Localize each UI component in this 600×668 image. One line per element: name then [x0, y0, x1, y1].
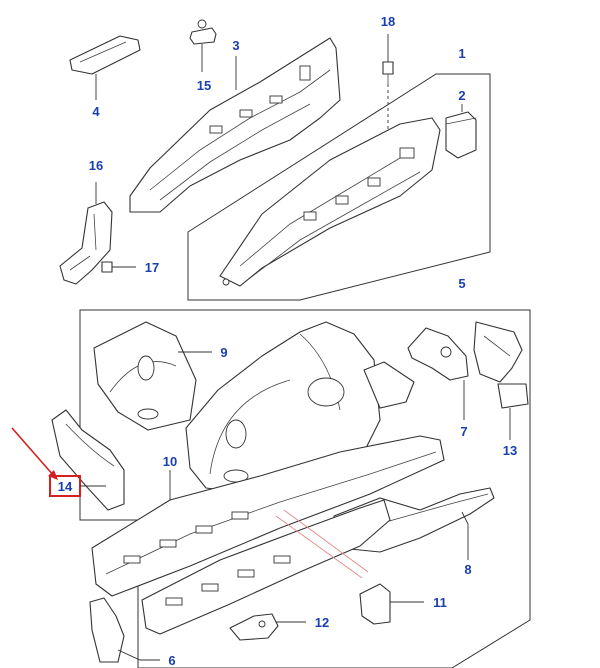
part-2-mount: [445, 104, 477, 159]
part-9-wheelarch: [93, 321, 212, 431]
callout-1[interactable]: 1: [458, 46, 465, 61]
callout-10[interactable]: 10: [163, 454, 177, 469]
section-line: [275, 509, 369, 579]
main-front-structure: [185, 321, 415, 493]
part-16-bracket: [59, 182, 113, 285]
callout-11[interactable]: 11: [433, 595, 447, 610]
callout-17[interactable]: 17: [145, 260, 159, 275]
group-frame-1: [187, 73, 491, 301]
part-15-clip: [189, 19, 217, 72]
callout-3[interactable]: 3: [232, 38, 239, 53]
callout-5[interactable]: 5: [458, 276, 465, 291]
part-10-lower-member: [91, 435, 445, 597]
part-6-longitudinal: [89, 499, 391, 663]
callout-12[interactable]: 12: [315, 615, 329, 630]
part-17-bolt: [101, 261, 136, 273]
callout-16[interactable]: 16: [89, 158, 103, 173]
callout-15[interactable]: 15: [197, 78, 211, 93]
group-frame-5: [79, 309, 531, 668]
part-14-side-panel: [51, 409, 125, 511]
part-1-inner-rail: [219, 117, 441, 287]
callout-4[interactable]: 4: [92, 104, 100, 119]
highlight-arrow: [11, 427, 58, 480]
part-12-bracket: [229, 613, 306, 641]
part-11-gusset: [359, 583, 424, 625]
callout-7[interactable]: 7: [460, 424, 467, 439]
callout-13[interactable]: 13: [503, 443, 517, 458]
callout-6[interactable]: 6: [168, 653, 175, 668]
callout-2[interactable]: 2: [458, 88, 465, 103]
callout-9[interactable]: 9: [220, 345, 227, 360]
callout-8[interactable]: 8: [464, 562, 471, 577]
part-4-bracket: [69, 35, 141, 100]
callout-14[interactable]: 14: [58, 479, 73, 494]
part-3-rail: [129, 37, 341, 213]
part-13-bracket: [473, 321, 529, 440]
part-7-bracket: [407, 327, 469, 420]
callout-18[interactable]: 18: [381, 14, 395, 29]
